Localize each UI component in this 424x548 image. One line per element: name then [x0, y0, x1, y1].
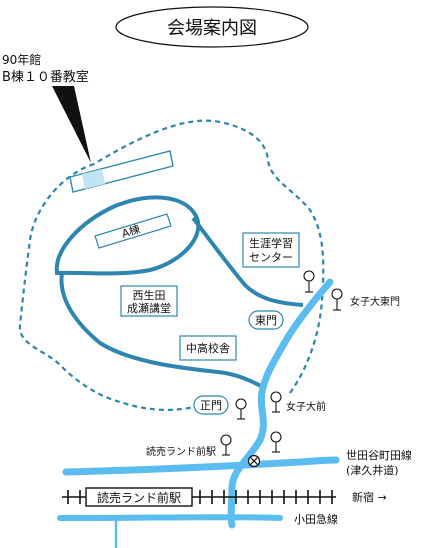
bus-stop-icon: [270, 391, 282, 413]
road-lower-branch: [57, 514, 283, 521]
railway-line-label: 小田急線: [294, 512, 338, 526]
bus-stop-icon: [303, 270, 315, 293]
junior-high-label: 中高校舎: [186, 341, 230, 355]
bus-stop-station-label: 読売ランド前駅: [146, 445, 216, 458]
station-yomiuriland-mae: 読売ランド前駅: [85, 487, 193, 507]
building-a-label: A棟: [120, 222, 142, 241]
station-name-label: 読売ランド前駅: [97, 490, 181, 505]
lifelong-center-label-2: センター: [249, 251, 293, 264]
police-box-icon: [247, 454, 261, 468]
lifelong-center-label-1: 生涯学習: [249, 236, 293, 250]
venue-name: 90年館: [2, 52, 41, 67]
main-gate: 正門: [193, 395, 229, 415]
east-gate: 東門: [248, 310, 284, 330]
naruse-hall-label-2: 成瀬講堂: [127, 301, 171, 315]
bus-stop-icon: [331, 288, 343, 311]
road-setagaya-machida: [62, 456, 340, 476]
east-gate-label: 東門: [255, 314, 277, 327]
campus-road-loop: [54, 195, 201, 276]
naruse-hall-label-1: 西生田: [133, 288, 166, 302]
venue-room: B棟１０番教室: [2, 69, 89, 85]
bus-stop-univ-front-label: 女子大前: [286, 400, 326, 413]
venue-pointer-icon: [52, 86, 91, 163]
campus-road-main: [59, 272, 266, 390]
bus-stop-east-gate-label: 女子大東門: [350, 295, 400, 308]
building-lifelong-learning-center: 生涯学習 センター: [242, 232, 300, 268]
railway-direction-label: 新宿 →: [352, 490, 387, 504]
campus-boundary: [18, 119, 325, 411]
road-alias-label: (津久井道): [346, 463, 399, 477]
campus-road-east: [191, 216, 304, 307]
building-junior-high: 中高校舎: [179, 335, 237, 361]
main-gate-label: 正門: [200, 399, 222, 412]
road-name-label: 世田谷町田線: [346, 448, 412, 462]
building-naruse-hall: 西生田 成瀬講堂: [120, 285, 178, 317]
building-90nenkan: [69, 150, 174, 193]
river-vertical: [227, 278, 334, 529]
building-a: A棟: [94, 213, 172, 249]
title-ellipse: [115, 6, 309, 48]
bus-stop-icon: [270, 431, 282, 453]
page-title: 会場案内図: [167, 18, 257, 39]
bus-stop-icon: [220, 434, 232, 456]
bus-stop-icon: [235, 398, 247, 420]
